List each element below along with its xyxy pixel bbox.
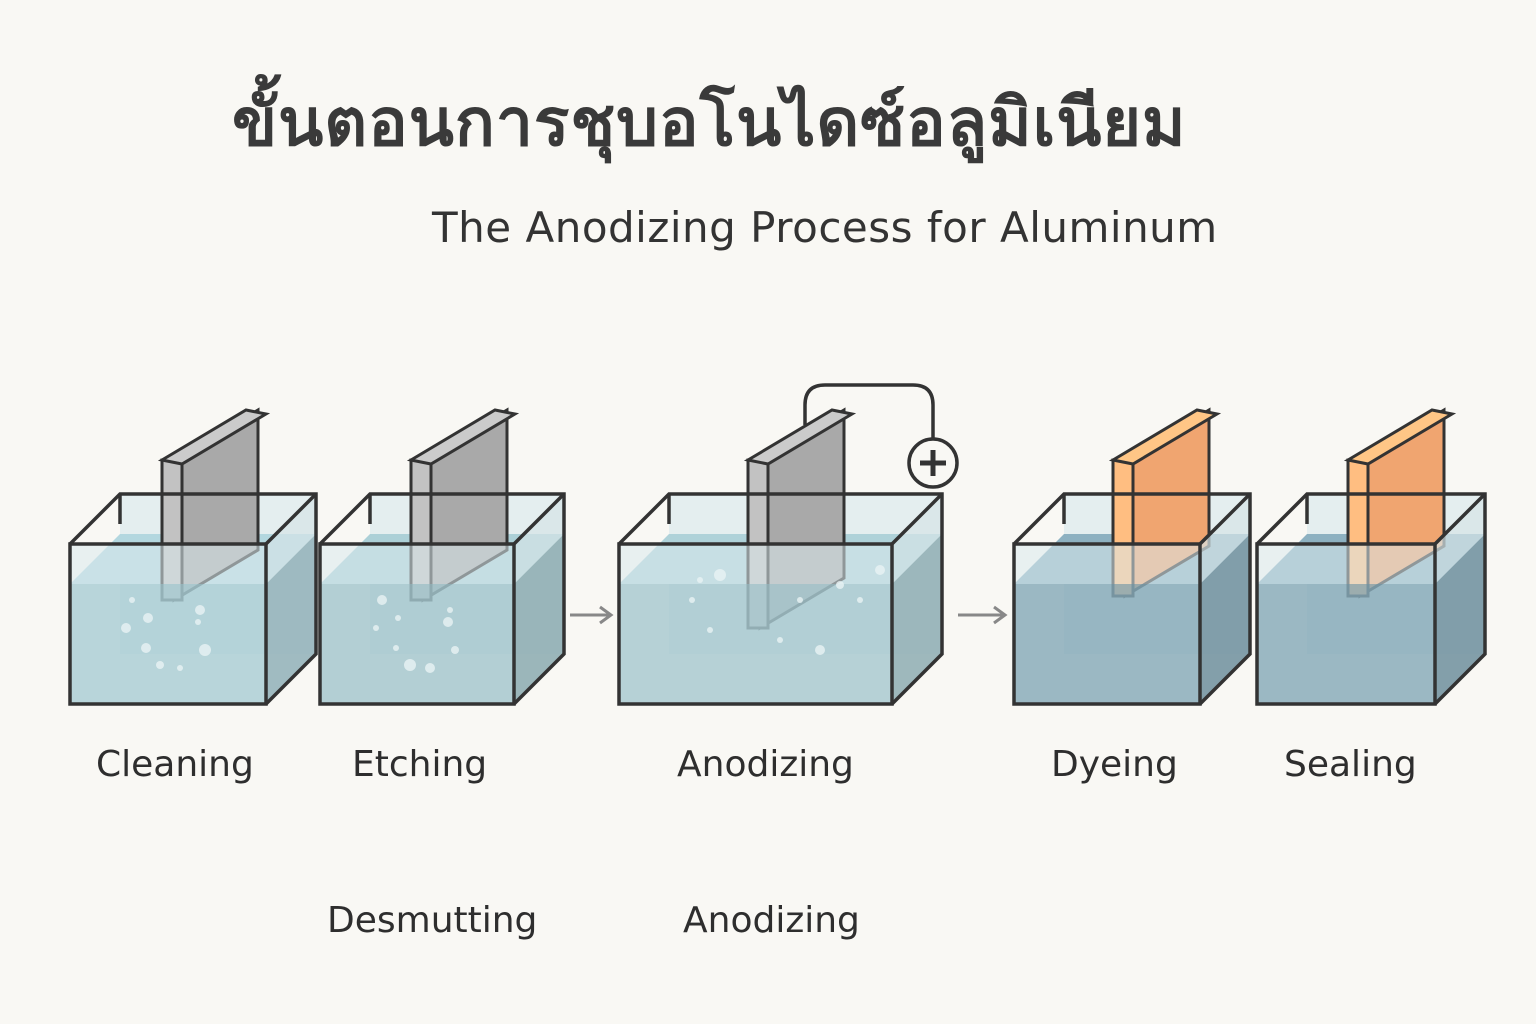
arrow-icon xyxy=(570,605,614,625)
power-supply xyxy=(803,383,959,489)
step-label-etching: Etching xyxy=(352,744,488,785)
bubbles xyxy=(373,595,459,673)
title-thai: ขั้นตอนการชุบอโนไดซ์อลูมิเนียม xyxy=(232,84,1187,161)
tank-sealing xyxy=(1255,407,1487,706)
tank-anodizing xyxy=(617,407,944,706)
tank-etching xyxy=(318,407,566,706)
arrow-icon xyxy=(958,605,1008,625)
sub-label-desmutting: Desmutting xyxy=(327,900,538,941)
step-label-anodizing: Anodizing xyxy=(677,744,854,785)
bubbles xyxy=(121,597,211,671)
title-english: The Anodizing Process for Aluminum xyxy=(432,203,1218,252)
step-label-cleaning: Cleaning xyxy=(96,744,254,785)
tank-dyeing xyxy=(1012,407,1252,706)
tank-cleaning xyxy=(68,407,318,706)
bubbles xyxy=(689,565,885,655)
sub-label-anodizing: Anodizing xyxy=(683,900,860,941)
step-label-sealing: Sealing xyxy=(1284,744,1417,785)
step-label-dyeing: Dyeing xyxy=(1051,744,1178,785)
wire xyxy=(803,383,935,440)
